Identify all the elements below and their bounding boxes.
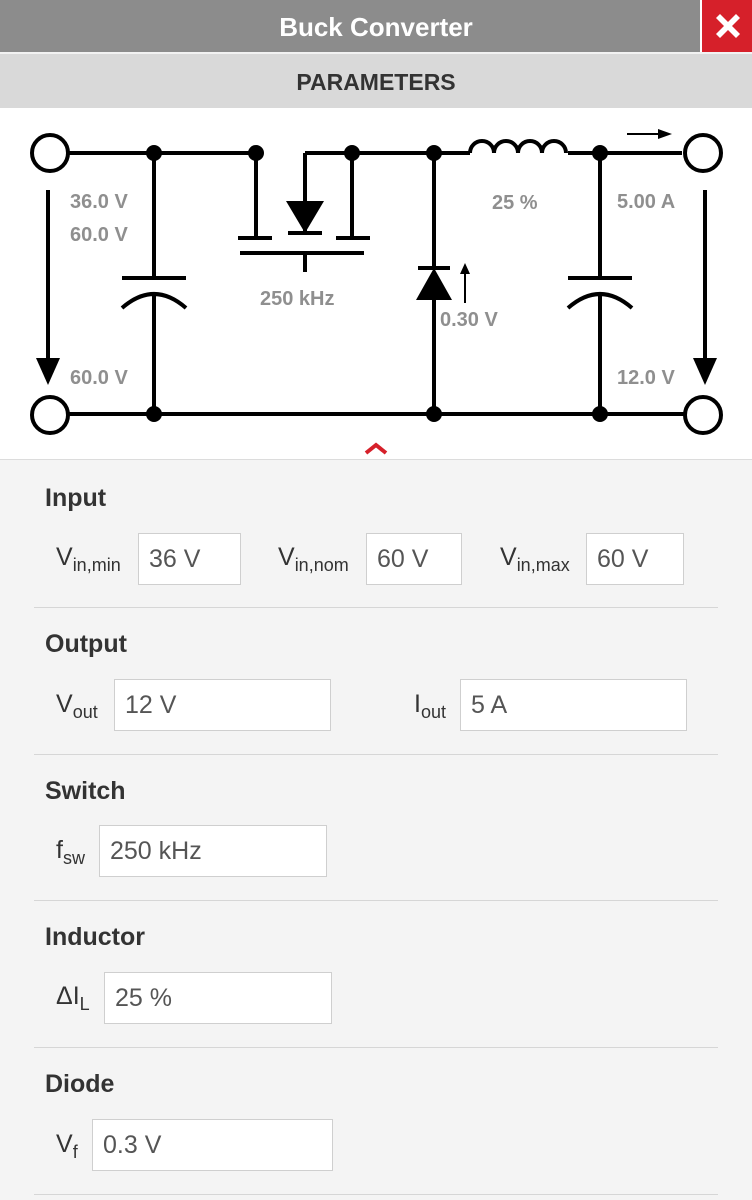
parameters-header[interactable]: PARAMETERS xyxy=(0,52,752,108)
close-button[interactable] xyxy=(700,0,752,52)
window-title: Buck Converter xyxy=(279,12,473,42)
parameters-form: Input Vin,min 36 V Vin,nom 60 V Vin,max … xyxy=(0,460,752,1200)
close-icon xyxy=(716,14,740,38)
vin-nom-label: Vin,nom xyxy=(278,543,349,575)
iout-input[interactable]: 5 A xyxy=(460,679,687,731)
section-inductor: Inductor ΔIL 25 % xyxy=(34,901,718,1048)
title-bar: Buck Converter xyxy=(0,0,752,52)
vout-input[interactable]: 12 V xyxy=(114,679,331,731)
schematic-vin-min-label: 36.0 V xyxy=(70,191,128,213)
vin-max-label: Vin,max xyxy=(500,543,570,575)
parameters-header-label: PARAMETERS xyxy=(296,69,456,95)
vf-label: Vf xyxy=(56,1130,78,1162)
schematic-fsw-label: 250 kHz xyxy=(260,288,335,310)
schematic-iout-label: 5.00 A xyxy=(617,191,675,213)
ripple-label: ΔIL xyxy=(56,982,90,1014)
schematic-ripple-label: 25 % xyxy=(492,192,538,214)
chevron-up-icon[interactable] xyxy=(364,442,388,455)
section-output: Output Vout 12 V Iout 5 A xyxy=(34,608,718,755)
section-title-switch: Switch xyxy=(45,777,126,805)
section-input: Input Vin,min 36 V Vin,nom 60 V Vin,max … xyxy=(34,460,718,608)
vin-nom-input[interactable]: 60 V xyxy=(366,533,462,585)
schematic-vout-label: 12.0 V xyxy=(617,367,675,389)
fsw-input[interactable]: 250 kHz xyxy=(99,825,327,877)
vin-min-label: Vin,min xyxy=(56,543,121,575)
section-title-inductor: Inductor xyxy=(45,923,145,951)
schematic-vf-label: 0.30 V xyxy=(440,309,498,331)
vf-input[interactable]: 0.3 V xyxy=(92,1119,333,1171)
schematic-diagram: 36.0 V 60.0 V 60.0 V 250 kHz 25 % 0.30 V… xyxy=(0,108,752,460)
vin-min-input[interactable]: 36 V xyxy=(138,533,241,585)
section-title-input: Input xyxy=(45,484,107,512)
fsw-label: fsw xyxy=(56,836,85,868)
ripple-input[interactable]: 25 % xyxy=(104,972,332,1024)
section-switch: Switch fsw 250 kHz xyxy=(34,755,718,901)
section-title-diode: Diode xyxy=(45,1070,115,1098)
vin-max-input[interactable]: 60 V xyxy=(586,533,684,585)
vout-label: Vout xyxy=(56,690,98,722)
section-title-output: Output xyxy=(45,630,127,658)
schematic-vin-max-label: 60.0 V xyxy=(70,224,128,246)
iout-label: Iout xyxy=(414,690,446,722)
schematic-vin-nom-label: 60.0 V xyxy=(70,367,128,389)
section-diode: Diode Vf 0.3 V xyxy=(34,1048,718,1195)
